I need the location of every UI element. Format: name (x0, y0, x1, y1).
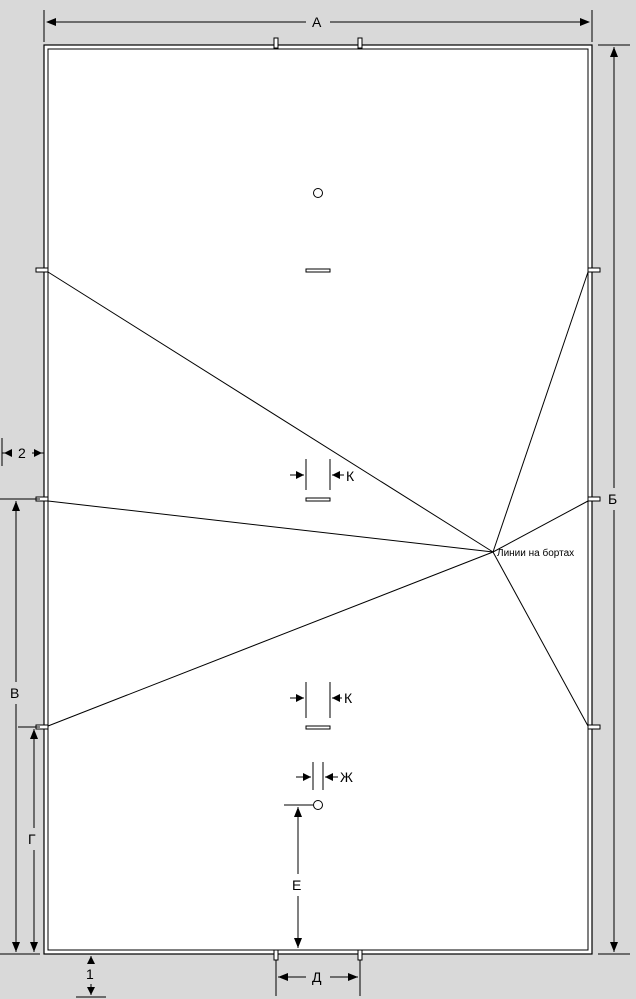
bottom-spot (313, 800, 323, 810)
dimension-2: 2 (1, 438, 45, 466)
dimension-g: Г (18, 726, 40, 952)
label-one: 1 (86, 966, 94, 982)
label-zh: Ж (340, 769, 353, 785)
top-bar (305, 268, 331, 273)
top-spot (313, 188, 323, 198)
dimension-b: Б (598, 44, 630, 955)
label-v: В (10, 685, 19, 701)
marker-top-left (273, 37, 279, 49)
dimension-zh: Ж (296, 762, 353, 790)
label-d: Д (312, 969, 322, 985)
marker-right-low (587, 724, 601, 730)
dimension-k-lower: К (290, 682, 353, 718)
label-two: 2 (18, 445, 26, 461)
label-a: А (312, 14, 322, 30)
marker-top-right (357, 37, 363, 49)
label-b: Б (608, 491, 617, 507)
marker-right-top (587, 267, 601, 273)
marker-bottom-right (357, 949, 363, 961)
dimension-1: 1 (76, 953, 106, 998)
dimension-v: В (0, 498, 40, 955)
dimension-e: Е (284, 804, 313, 951)
marker-bottom-left (273, 949, 279, 961)
upper-bar (305, 497, 331, 502)
dimension-d: Д (275, 960, 361, 996)
marker-right-mid (587, 496, 601, 502)
dimension-a: А (43, 10, 593, 42)
dimension-k-upper: К (290, 459, 355, 490)
label-k-lower: К (344, 690, 353, 706)
rail-lines (47, 271, 589, 727)
lower-bar (305, 725, 331, 730)
label-k-upper: К (346, 468, 355, 484)
marker-left-top (35, 267, 49, 273)
rail-lines-label: Линии на бортах (497, 547, 574, 559)
label-g: Г (28, 831, 36, 847)
label-e: Е (292, 877, 301, 893)
